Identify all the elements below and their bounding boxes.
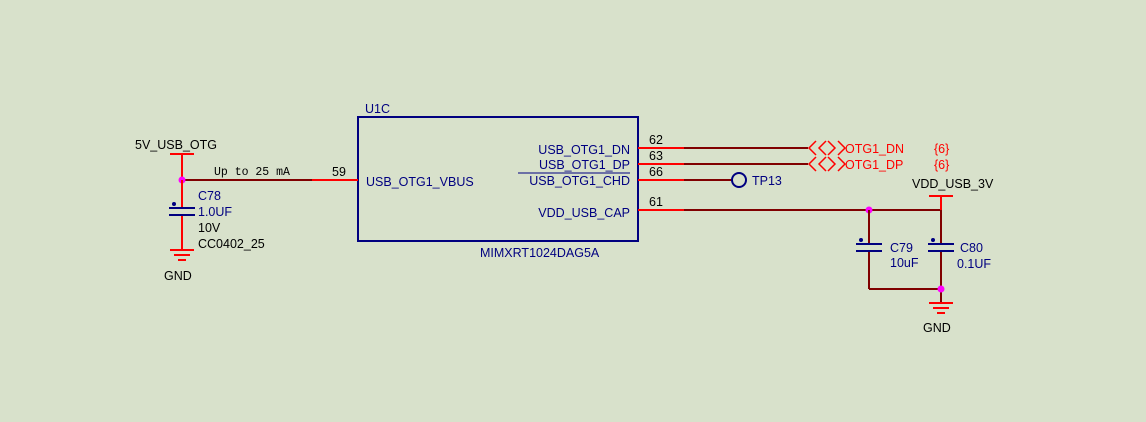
gnd-left-symbol — [170, 249, 194, 261]
sheet-ref-dn: {6} — [934, 142, 949, 156]
c80-polarity-dot — [931, 238, 935, 242]
pin-name-chd: USB_OTG1_CHD — [529, 174, 630, 188]
testpoint-designator: TP13 — [752, 174, 782, 188]
port-dp-chevrons[interactable] — [807, 156, 847, 172]
c78-designator: C78 — [198, 189, 221, 203]
c78-footprint: CC0402_25 — [198, 237, 265, 251]
pin-number-66: 66 — [649, 165, 663, 179]
gnd-right-label: GND — [923, 321, 951, 335]
pin-number-59: 59 — [332, 165, 346, 179]
sheet-ref-dp: {6} — [934, 158, 949, 172]
c79-polarity-dot — [859, 238, 863, 242]
gnd-left-label: GND — [164, 269, 192, 283]
pin-number-63: 63 — [649, 149, 663, 163]
c78-voltage: 10V — [198, 221, 221, 235]
current-note: Up to 25 mA — [214, 166, 290, 179]
pin-name-dp: USB_OTG1_DP — [539, 158, 630, 172]
c78-value: 1.0UF — [198, 205, 232, 219]
pin-number-61: 61 — [649, 195, 663, 209]
pin-name-vbus: USB_OTG1_VBUS — [366, 175, 474, 189]
pin-number-62: 62 — [649, 133, 663, 147]
testpoint-symbol[interactable] — [731, 172, 747, 188]
c78-polarity-dot — [172, 202, 176, 206]
junction-ground — [937, 285, 945, 293]
vbus-net-label: 5V_USB_OTG — [135, 138, 217, 152]
vdd-net-label: VDD_USB_3V — [912, 177, 994, 191]
pin-name-vddcap: VDD_USB_CAP — [538, 206, 630, 220]
gnd-right-symbol — [929, 302, 953, 314]
c80-designator: C80 — [960, 241, 983, 255]
port-dn-chevrons[interactable] — [807, 140, 847, 156]
ic-part-number: MIMXRT1024DAG5A — [480, 246, 600, 260]
c79-value: 10uF — [890, 256, 919, 270]
pin-name-dn: USB_OTG1_DN — [538, 143, 630, 157]
net-label-dp: OTG1_DP — [845, 158, 903, 172]
net-label-dn: OTG1_DN — [845, 142, 904, 156]
c79-designator: C79 — [890, 241, 913, 255]
ic-designator: U1C — [365, 102, 390, 116]
c80-value: 0.1UF — [957, 257, 991, 271]
